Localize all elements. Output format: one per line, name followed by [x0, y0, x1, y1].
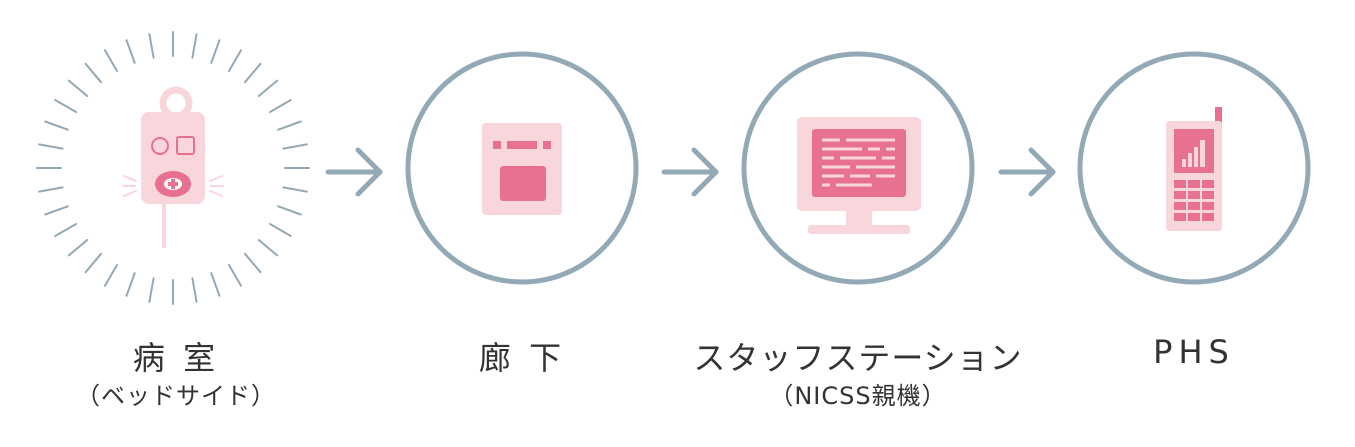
step-sublabel-station: （NICSS親機）: [769, 382, 947, 410]
burst-line: [54, 99, 77, 113]
burst-line: [104, 264, 118, 287]
arrow-2: [661, 147, 719, 197]
keypad-key: [1174, 180, 1186, 188]
keypad-key: [1202, 202, 1214, 210]
arrow-1: [325, 147, 383, 197]
burst-line: [210, 39, 221, 64]
burst-line: [244, 62, 262, 84]
phs-ring: [1077, 51, 1311, 285]
burst-line: [277, 120, 302, 131]
burst-line: [257, 239, 279, 257]
burst-line: [191, 277, 198, 303]
burst-line: [44, 205, 69, 216]
nurse-call-icon: [122, 86, 224, 248]
burst-line: [244, 252, 262, 274]
keypad-key: [1174, 202, 1186, 210]
burst-line: [84, 62, 102, 84]
keypad-key: [1174, 191, 1186, 199]
keypad-key: [1188, 213, 1200, 221]
keypad-key: [1202, 213, 1214, 221]
keypad-key: [1202, 180, 1214, 188]
burst-line: [148, 33, 155, 59]
burst-line: [269, 99, 292, 113]
keypad-key: [1202, 191, 1214, 199]
phs-phone-icon: [1166, 107, 1222, 231]
burst-line: [269, 223, 292, 237]
step-label-phs: PHS: [1153, 333, 1235, 371]
step-label-station: スタッフステーション: [693, 339, 1023, 377]
step-label-hallway: 廊 下: [478, 339, 566, 377]
burst-line: [228, 49, 242, 72]
step-sublabel-room: （ベッドサイド）: [76, 382, 276, 410]
burst-line: [54, 223, 77, 237]
burst-line: [38, 143, 64, 150]
keypad-key: [1174, 213, 1186, 221]
burst-line: [44, 120, 69, 131]
step-label-room: 病 室: [132, 339, 220, 377]
burst-line: [210, 272, 221, 297]
keypad-key: [1188, 180, 1200, 188]
keypad-key: [1188, 202, 1200, 210]
burst-line: [67, 239, 89, 257]
burst-line: [104, 49, 118, 72]
burst-line: [282, 143, 308, 150]
burst-line: [125, 39, 136, 64]
burst-line: [67, 79, 89, 97]
burst-line: [282, 186, 308, 193]
burst-line: [84, 252, 102, 274]
burst-line: [125, 272, 136, 297]
burst-line: [191, 33, 198, 59]
burst-line: [277, 205, 302, 216]
corridor-lamp-icon: [482, 123, 562, 215]
burst-line: [257, 79, 279, 97]
station-ring: [741, 51, 975, 285]
keypad-key: [1188, 191, 1200, 199]
signal-burst-lines: [36, 31, 310, 305]
hallway-ring: [405, 51, 639, 285]
arrow-3: [998, 147, 1056, 197]
burst-line: [228, 264, 242, 287]
burst-line: [38, 186, 64, 193]
monitor-icon: [797, 117, 921, 234]
burst-line: [148, 277, 155, 303]
